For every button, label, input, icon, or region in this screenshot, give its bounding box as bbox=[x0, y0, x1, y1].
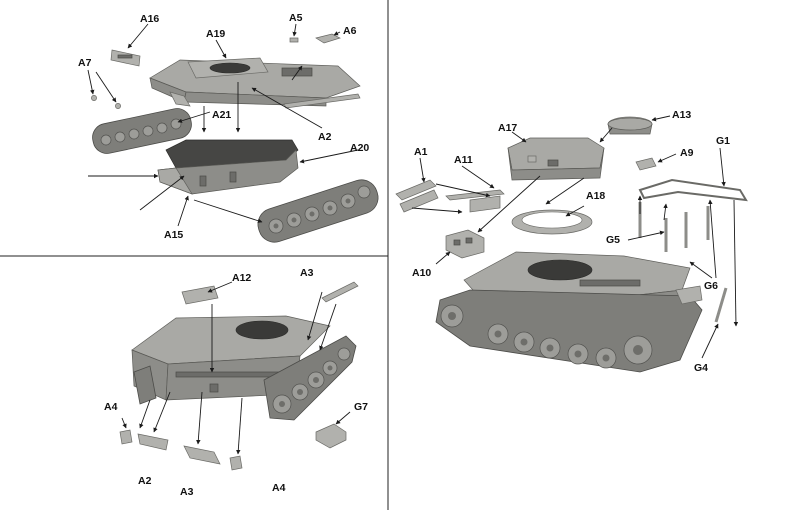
label-g7: G7 bbox=[354, 401, 368, 413]
part-a16-plate bbox=[110, 49, 141, 67]
label-a17: A17 bbox=[498, 122, 517, 134]
part-a9-hatch bbox=[635, 157, 657, 171]
part-a15-lower-hull bbox=[157, 139, 299, 195]
part-a21-left-track bbox=[92, 108, 192, 154]
part-a5-hook bbox=[289, 37, 299, 43]
part-a13-cupola bbox=[607, 116, 653, 135]
part-a17-turret bbox=[507, 137, 605, 181]
label-a3-top: A3 bbox=[300, 267, 314, 279]
part-a4-right bbox=[229, 455, 243, 471]
part-a1-mantlet bbox=[395, 179, 439, 213]
label-a11: A11 bbox=[454, 154, 473, 166]
label-a16: A16 bbox=[140, 13, 159, 25]
label-a18: A18 bbox=[586, 190, 605, 202]
panel-lower-hull: A16 A19 A5 A6 A7 A21 A2 A20 A15 bbox=[78, 12, 379, 243]
label-a20: A20 bbox=[350, 142, 369, 154]
part-g7-box bbox=[315, 423, 347, 449]
part-a3-rail bbox=[321, 281, 359, 303]
part-a11-barrel bbox=[445, 189, 505, 201]
part-g5-g6-rods bbox=[638, 202, 710, 252]
label-g6: G6 bbox=[704, 280, 718, 292]
part-a12-grille bbox=[181, 285, 219, 305]
part-a20-right-track bbox=[257, 179, 379, 243]
label-a3-lower: A3 bbox=[180, 486, 194, 498]
part-g4-rod bbox=[714, 287, 728, 323]
label-g1: G1 bbox=[716, 135, 730, 147]
label-a21: A21 bbox=[212, 109, 231, 121]
part-a11-block bbox=[469, 195, 501, 213]
label-a4-right: A4 bbox=[272, 482, 286, 494]
label-a2: A2 bbox=[318, 131, 332, 143]
label-a10: A10 bbox=[412, 267, 431, 279]
part-a18-turret-ring bbox=[511, 209, 593, 235]
label-a9: A9 bbox=[680, 147, 694, 159]
part-g1-frame bbox=[638, 178, 748, 202]
part-a19-upper-deck bbox=[149, 57, 361, 107]
label-a15: A15 bbox=[164, 229, 183, 241]
part-a4-left bbox=[119, 429, 133, 445]
part-a6-bracket bbox=[315, 33, 341, 44]
label-a1: A1 bbox=[414, 146, 428, 158]
label-a6: A6 bbox=[343, 25, 357, 37]
panel-rear-hull: A12 A3 A4 G7 A2 A3 A4 bbox=[104, 267, 368, 498]
label-a19: A19 bbox=[206, 28, 225, 40]
label-g5: G5 bbox=[606, 234, 620, 246]
part-a2-lower bbox=[137, 433, 169, 451]
part-complete-hull bbox=[435, 251, 703, 373]
label-a2-lower: A2 bbox=[138, 475, 152, 487]
label-g4: G4 bbox=[694, 362, 708, 374]
label-a7: A7 bbox=[78, 57, 92, 69]
part-a10-box bbox=[445, 229, 485, 259]
label-a13: A13 bbox=[672, 109, 691, 121]
label-a4-left: A4 bbox=[104, 401, 118, 413]
part-a7-pins bbox=[91, 95, 121, 109]
part-a3-lower bbox=[183, 445, 221, 465]
label-a12: A12 bbox=[232, 272, 251, 284]
label-a5: A5 bbox=[289, 12, 303, 24]
part-hull-rear-view bbox=[131, 315, 357, 421]
panel-turret-assembly: A17 A13 A1 A11 A9 G1 A18 G5 A10 G6 G4 bbox=[395, 109, 748, 374]
